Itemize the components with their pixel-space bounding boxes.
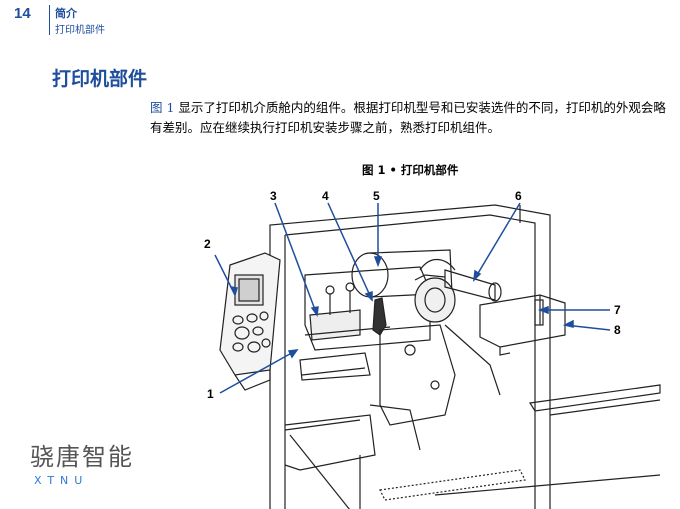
callout-3: 3 <box>270 189 277 203</box>
printer-illustration <box>214 202 661 509</box>
chapter-title: 简介 <box>55 7 77 20</box>
intro-text: 显示了打印机介质舱内的组件。根据打印机型号和已安装选件的不同，打印机的外观会略有… <box>150 100 666 135</box>
watermark-text-cn: 骁唐智能 <box>30 443 134 471</box>
section-breadcrumb: 打印机部件 <box>55 25 105 36</box>
watermark-text-en: XTNU <box>34 474 89 487</box>
callout-7: 7 <box>614 303 621 317</box>
page-number: 14 <box>14 5 31 22</box>
callout-6: 6 <box>515 189 522 203</box>
callout-4: 4 <box>322 189 329 203</box>
header-divider <box>49 5 50 35</box>
figure-reference-link[interactable]: 图 1 <box>150 100 175 115</box>
callout-2: 2 <box>204 237 211 251</box>
section-title: 打印机部件 <box>52 68 148 90</box>
printer-diagram: 1 2 3 4 5 6 7 8 <box>190 175 680 509</box>
page-header: 14 简介 打印机部件 <box>0 0 680 40</box>
figure-caption: 图 1 • 打印机部件 <box>362 163 459 177</box>
callout-1: 1 <box>207 387 214 401</box>
callout-5: 5 <box>373 189 380 203</box>
intro-paragraph: 图 1 显示了打印机介质舱内的组件。根据打印机型号和已安装选件的不同，打印机的外… <box>150 98 675 138</box>
watermark-logo: 骁唐智能 XTNU <box>30 437 134 487</box>
callout-8: 8 <box>614 323 621 337</box>
